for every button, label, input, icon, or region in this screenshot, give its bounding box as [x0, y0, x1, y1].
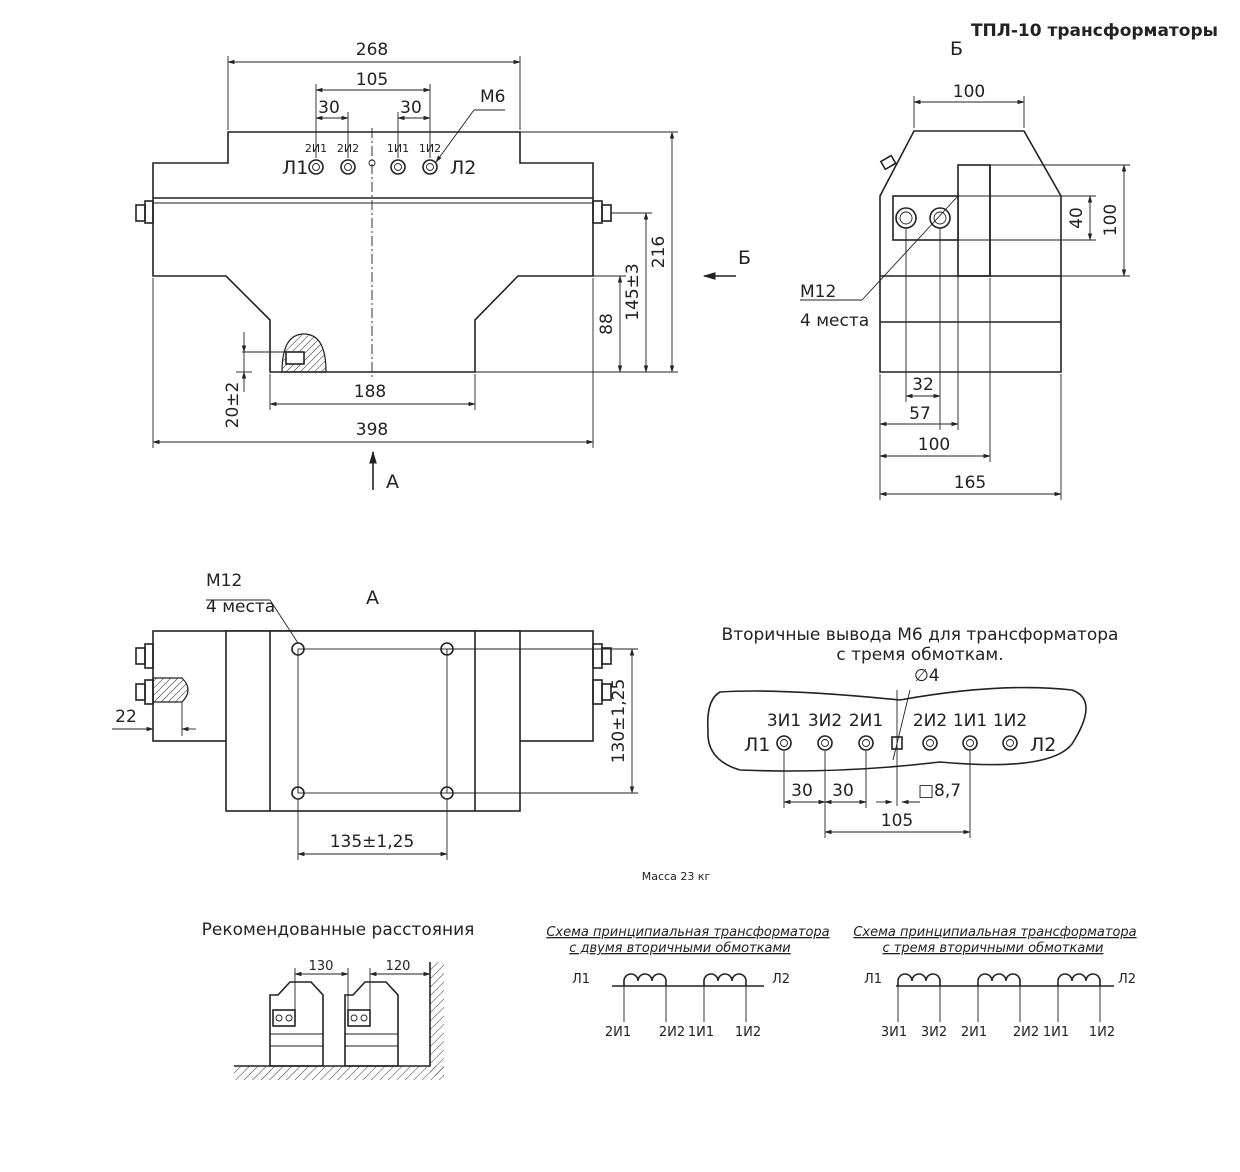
schema-three-title-2: с тремя вторичными обмотками	[883, 941, 1104, 956]
side-dim-57: 57	[909, 404, 931, 424]
recommended-gap-130: 130	[309, 959, 334, 974]
secondary-dim-30a: 30	[791, 781, 813, 801]
front-terminals	[308, 159, 438, 175]
front-label-l1: Л1	[282, 157, 308, 179]
right-bolt	[601, 204, 612, 222]
side-dim-100-top: 100	[953, 82, 985, 102]
schema-three-tap-6: 1И2	[1089, 1025, 1115, 1040]
side-dim-100-right: 100	[1101, 204, 1121, 236]
schema-two-tap-3: 1И1	[688, 1025, 714, 1040]
dim-88: 88	[597, 313, 617, 335]
schema-three-windings: Схема принципиальная трансформатора с тр…	[853, 925, 1136, 1040]
schema-three-title-1: Схема принципиальная трансформатора	[853, 925, 1136, 940]
mass-label: Масса 23 кг	[642, 870, 711, 883]
schema-two-title-1: Схема принципиальная трансформатора	[546, 925, 829, 940]
dim-145: 145±3	[623, 263, 643, 321]
secondary-tap-3: 2И1	[849, 711, 883, 731]
dim-398: 398	[356, 420, 388, 440]
side-view-title: Б	[950, 38, 963, 60]
secondary-left-label: Л1	[744, 734, 770, 756]
dim-105-front: 105	[356, 70, 388, 90]
secondary-tap-2: 3И2	[808, 711, 842, 731]
schema-two-tap-4: 1И2	[735, 1025, 761, 1040]
bottom-dim-22: 22	[115, 707, 137, 727]
schema-three-l2: Л2	[1118, 972, 1136, 987]
secondary-dim-105: 105	[881, 811, 913, 831]
side-terminal-block	[892, 195, 959, 241]
secondary-title-1: Вторичные вывода М6 для трансформатора	[722, 625, 1119, 645]
dim-20: 20±2	[223, 382, 243, 429]
bottom-dim-130: 130±1,25	[609, 679, 629, 764]
bottom-thread-count: 4 места	[206, 597, 275, 617]
secondary-outline	[706, 686, 1087, 772]
schema-two-l2: Л2	[772, 972, 790, 987]
side-thread-label: М12	[800, 282, 836, 302]
secondary-right-label: Л2	[1030, 734, 1056, 756]
left-bolt	[135, 204, 146, 222]
secondary-diameter: ∅4	[914, 666, 940, 686]
schema-two-windings: Схема принципиальная трансформатора с дв…	[546, 925, 829, 1040]
recommended-title: Рекомендованные расстояния	[202, 920, 475, 940]
side-view: Б 100 40 100 М12 4 места 32 57	[800, 38, 1130, 500]
arrow-a-label: А	[386, 471, 399, 493]
thread-m6: М6	[480, 87, 505, 107]
front-view: 2И1 2И2 1И1 1И2 Л1 Л2 268 105 30 30 М6 2…	[135, 40, 751, 493]
schema-three-tap-4: 2И2	[1013, 1025, 1039, 1040]
side-dim-32: 32	[912, 375, 934, 395]
side-body-outline	[879, 130, 1062, 373]
schema-three-tap-1: 3И1	[881, 1025, 907, 1040]
recommended-distances: Рекомендованные расстояния 130 120	[202, 920, 475, 1080]
bottom-view: А М12 4 места 22 130±1,25	[112, 571, 638, 860]
side-dim-100-bottom: 100	[918, 435, 950, 455]
secondary-tap-1: 3И1	[767, 711, 801, 731]
dim-268: 268	[356, 40, 388, 60]
secondary-square: □8,7	[918, 781, 961, 801]
schema-three-tap-5: 1И1	[1043, 1025, 1069, 1040]
schema-two-tap-2: 2И2	[659, 1025, 685, 1040]
dim-30-left: 30	[318, 98, 340, 118]
side-dim-40: 40	[1067, 207, 1087, 229]
side-dim-165: 165	[954, 473, 986, 493]
bottom-base-plate	[225, 630, 521, 812]
side-thread-count: 4 места	[800, 311, 869, 331]
secondary-tap-6: 1И2	[993, 711, 1027, 731]
arrow-b-label: Б	[738, 247, 751, 269]
dim-30-right: 30	[400, 98, 422, 118]
secondary-tap-4: 2И2	[913, 711, 947, 731]
dim-216: 216	[649, 236, 669, 268]
page-title: ТПЛ-10 трансформаторы	[971, 21, 1218, 41]
recommended-gap-120: 120	[386, 959, 411, 974]
schema-two-tap-1: 2И1	[605, 1025, 631, 1040]
bottom-view-title: А	[366, 587, 379, 609]
schema-three-tap-2: 3И2	[921, 1025, 947, 1040]
schema-three-l1: Л1	[864, 972, 882, 987]
side-ground-bolt	[879, 154, 897, 171]
dim-188: 188	[354, 382, 386, 402]
bottom-thread-label: М12	[206, 571, 242, 591]
secondary-tap-5: 1И1	[953, 711, 987, 731]
bottom-dim-135: 135±1,25	[330, 832, 415, 852]
front-body-outline	[152, 131, 594, 373]
secondary-title-2: с тремя обмоткам.	[836, 645, 1003, 665]
schema-two-title-2: с двумя вторичными обмотками	[569, 941, 790, 956]
secondary-terminals-detail: Вторичные вывода М6 для трансформатора с…	[706, 625, 1119, 838]
front-label-l2: Л2	[450, 157, 476, 179]
secondary-dim-30b: 30	[832, 781, 854, 801]
schema-two-l1: Л1	[572, 972, 590, 987]
schema-three-tap-3: 2И1	[961, 1025, 987, 1040]
